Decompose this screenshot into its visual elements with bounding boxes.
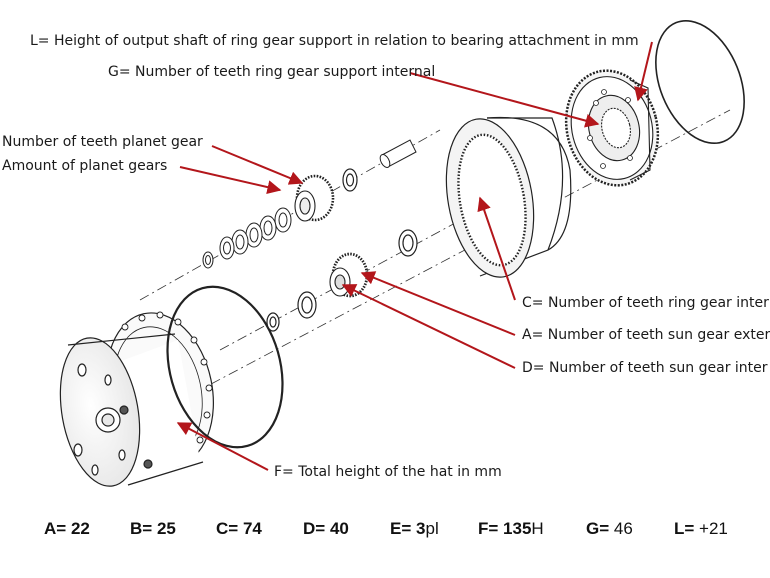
label-a: A= Number of teeth sun gear exter (522, 327, 770, 343)
washers-top (342, 168, 358, 192)
label-d: D= Number of teeth sun gear inter (522, 360, 768, 376)
value-g: G= 46 (586, 519, 633, 538)
value-l: L= +21 (674, 519, 728, 538)
needle-bearings (202, 207, 292, 269)
label-g: G= Number of teeth ring gear support int… (108, 64, 436, 80)
value-c: C= 74 (216, 519, 262, 538)
label-f: F= Total height of the hat in mm (274, 464, 502, 480)
value-e: E= 3pl (390, 519, 439, 538)
hat-housing (59, 311, 214, 490)
value-f: F= 135H (478, 519, 544, 538)
ring-gear-support (564, 69, 660, 187)
o-ring-top (655, 19, 745, 145)
label-l: L= Height of output shaft of ring gear s… (30, 33, 639, 49)
shaft-pin (379, 139, 417, 168)
planet-gear (294, 174, 335, 222)
washers-lower (266, 229, 418, 332)
value-d: D= 40 (303, 519, 349, 538)
sun-gear (329, 252, 369, 298)
value-b: B= 25 (130, 519, 176, 538)
o-ring-gasket (166, 285, 284, 449)
value-a: A= 22 (44, 519, 90, 538)
leader-arrows (176, 41, 653, 471)
ring-gear (445, 116, 572, 278)
label-planet-amount: Amount of planet gears (2, 158, 168, 174)
label-c: C= Number of teeth ring gear inter (522, 295, 769, 311)
label-planet-teeth: Number of teeth planet gear (2, 134, 203, 150)
